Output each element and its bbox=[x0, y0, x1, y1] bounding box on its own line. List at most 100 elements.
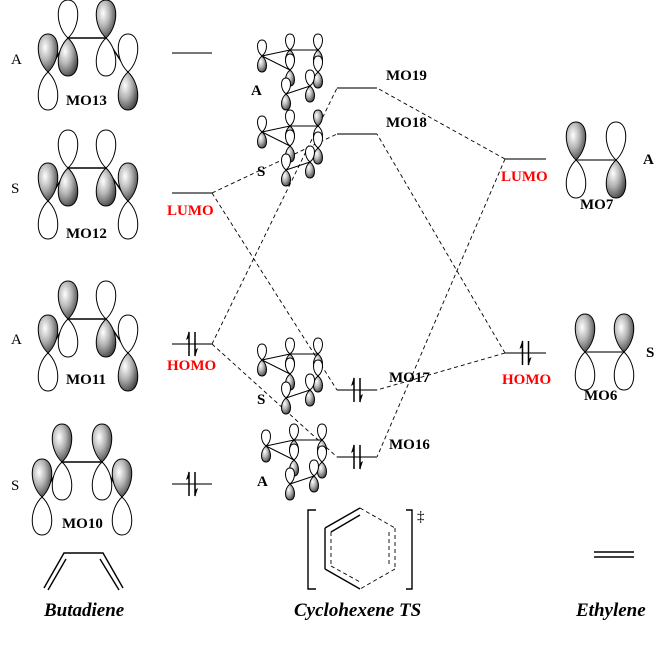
p-lobe bbox=[305, 389, 315, 407]
ts-orbital-label-mo18: MO18 bbox=[386, 115, 427, 131]
bond bbox=[289, 475, 315, 485]
ts-symmetry-label-mo18: S bbox=[257, 164, 265, 180]
p-lobe bbox=[111, 458, 133, 498]
p-lobe bbox=[51, 461, 73, 501]
ts-symmetry-label-mo17: S bbox=[257, 392, 265, 408]
arrow-head bbox=[351, 444, 354, 453]
partial-bond bbox=[330, 565, 361, 583]
p-lobe bbox=[565, 121, 587, 161]
homo-label-butadiene: HOMO bbox=[167, 358, 216, 374]
p-lobe bbox=[285, 467, 295, 485]
p-lobe bbox=[37, 200, 59, 240]
arrow-head bbox=[195, 488, 198, 497]
electron-pair-icon bbox=[519, 340, 532, 366]
orbital-picture-mo7: A MO7 bbox=[565, 121, 654, 213]
orbital-picture-mo12: S MO12 bbox=[11, 129, 139, 242]
p-lobe bbox=[95, 129, 117, 169]
p-lobe bbox=[313, 55, 323, 73]
p-lobe bbox=[57, 167, 79, 207]
arrow-head bbox=[195, 348, 198, 357]
electron-pair-icon bbox=[351, 377, 363, 403]
p-lobe bbox=[313, 359, 323, 377]
symmetry-label: A bbox=[11, 52, 22, 68]
ts-orbital-picture-mo18 bbox=[257, 109, 323, 187]
arrow-head bbox=[186, 471, 189, 480]
p-lobe bbox=[289, 443, 299, 461]
p-lobe bbox=[95, 37, 117, 77]
p-lobe bbox=[261, 445, 271, 463]
symmetry-label: S bbox=[11, 478, 19, 494]
cyclohexene-ts-title: Cyclohexene TS bbox=[294, 600, 421, 621]
p-lobe bbox=[95, 318, 117, 358]
p-lobe bbox=[37, 33, 59, 73]
bond bbox=[265, 445, 295, 461]
correlation-line-mo6-mo17 bbox=[376, 352, 506, 391]
p-lobe bbox=[313, 33, 323, 51]
bond bbox=[261, 353, 291, 361]
lumo-label-ethylene: LUMO bbox=[501, 169, 548, 185]
p-lobe bbox=[313, 109, 323, 127]
arrow-head bbox=[360, 461, 363, 470]
orbital-picture-mo6: S MO6 bbox=[574, 313, 654, 404]
partial-bond bbox=[359, 507, 396, 529]
transition-state-column: A S S A MO19 MO18 MO17 MO16 ‡ Cyclohexen bbox=[251, 33, 430, 621]
p-lobe bbox=[95, 167, 117, 207]
p-lobe bbox=[257, 115, 267, 133]
symmetry-label: A bbox=[11, 332, 22, 348]
p-lobe bbox=[95, 280, 117, 320]
orbital-label: MO7 bbox=[580, 197, 614, 213]
orbital-picture-mo11: A MO11 bbox=[11, 280, 139, 392]
p-lobe bbox=[257, 131, 267, 149]
correlation-line-mo12-mo17 bbox=[211, 192, 338, 391]
ts-orbital-picture-mo17 bbox=[257, 337, 323, 415]
correlation-line-mo11-mo16 bbox=[211, 343, 338, 458]
left-bracket bbox=[307, 509, 316, 590]
p-lobe bbox=[281, 397, 291, 415]
p-lobe bbox=[111, 496, 133, 536]
orbital-label: MO10 bbox=[62, 516, 103, 532]
p-lobe bbox=[37, 71, 59, 111]
p-lobe bbox=[57, 129, 79, 169]
butadiene-title: Butadiene bbox=[43, 600, 125, 621]
electron-pair-icon bbox=[186, 331, 198, 357]
p-lobe bbox=[57, 280, 79, 320]
bond bbox=[265, 439, 295, 447]
ts-orbital-label-mo17: MO17 bbox=[389, 370, 430, 386]
orbital-picture-mo13: A MO13 bbox=[11, 0, 139, 111]
bond bbox=[330, 514, 361, 533]
ethylene-structure bbox=[594, 551, 634, 558]
cyclohexene-ts-structure: ‡ bbox=[307, 507, 425, 590]
bond bbox=[261, 131, 291, 147]
arrow-head bbox=[351, 377, 354, 386]
p-lobe bbox=[57, 37, 79, 77]
p-lobe bbox=[285, 357, 295, 375]
bond bbox=[285, 161, 311, 171]
butadiene-structure bbox=[43, 552, 124, 591]
p-lobe bbox=[281, 381, 291, 399]
symmetry-label: A bbox=[643, 152, 654, 168]
p-lobe bbox=[117, 200, 139, 240]
correlation-line-mo11-mo19 bbox=[211, 87, 338, 345]
partial-bond bbox=[359, 568, 396, 590]
p-lobe bbox=[285, 483, 295, 501]
orbital-label: MO12 bbox=[66, 226, 107, 242]
double-bond bbox=[47, 558, 67, 591]
p-lobe bbox=[289, 423, 299, 441]
p-lobe bbox=[309, 475, 319, 493]
p-lobe bbox=[285, 109, 295, 127]
p-lobe bbox=[281, 77, 291, 95]
arrow-head bbox=[360, 394, 363, 403]
correlation-line-mo7-mo19 bbox=[376, 87, 506, 160]
p-lobe bbox=[574, 313, 596, 353]
correlation-line-mo7-mo16 bbox=[376, 158, 506, 458]
ts-symmetry-label-mo16: A bbox=[257, 474, 268, 490]
p-lobe bbox=[117, 33, 139, 73]
energy-levels bbox=[172, 52, 546, 497]
p-lobe bbox=[257, 343, 267, 361]
p-lobe bbox=[317, 445, 327, 463]
bond bbox=[324, 507, 361, 529]
lumo-label-butadiene: LUMO bbox=[167, 203, 214, 219]
bond bbox=[261, 125, 291, 133]
p-lobe bbox=[117, 314, 139, 354]
right-bracket bbox=[406, 509, 413, 590]
